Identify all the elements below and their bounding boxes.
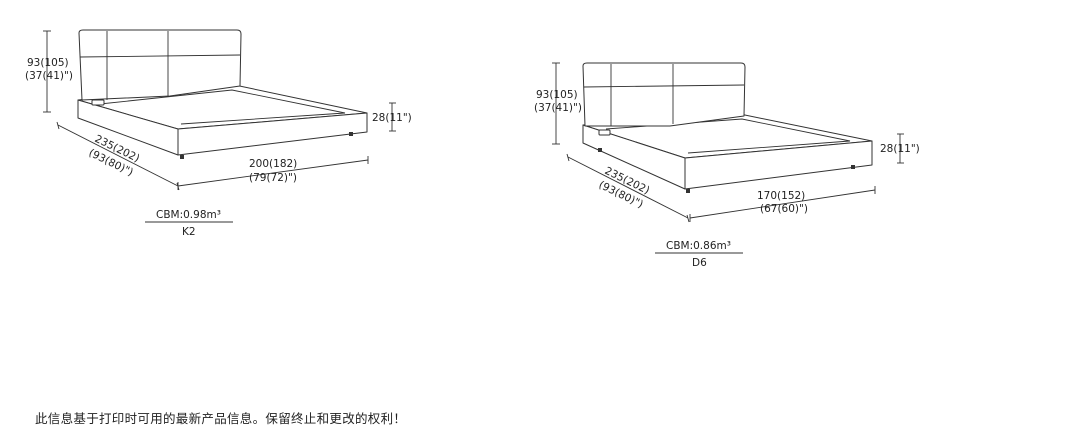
height-mm-label: 93(105) <box>27 57 69 69</box>
leg-height-label: 28(11") <box>880 143 920 155</box>
height-in-label: (37(41)") <box>25 70 73 82</box>
height-in-label: (37(41)") <box>534 102 582 114</box>
model-label: K2 <box>182 226 196 238</box>
bed-drawing-k2: 93(105) (37(41)") <box>25 29 412 238</box>
model-label: D6 <box>692 257 707 269</box>
cbm-label: CBM:0.86m³ <box>666 240 731 252</box>
bed-outline <box>582 62 873 193</box>
bed-drawing-d6: 93(105) (37(41)") 28(11") <box>534 62 920 269</box>
width-dimension <box>177 156 369 190</box>
bed-outline <box>77 29 368 159</box>
disclaimer-text: 此信息基于打印时可用的最新产品信息。保留终止和更改的权利！ <box>35 411 407 426</box>
leg-height-dimension <box>389 102 396 132</box>
width-mm-label: 200(182) <box>249 158 297 170</box>
cbm-label: CBM:0.98m³ <box>156 209 221 221</box>
height-dimension <box>43 30 51 113</box>
width-dimension <box>689 186 876 222</box>
width-in-label: (67(60)") <box>760 203 808 215</box>
depth-dimension <box>566 153 690 223</box>
width-in-label: (79(72)") <box>249 172 297 184</box>
leg-height-dimension <box>897 133 904 164</box>
leg-height-label: 28(11") <box>372 112 412 124</box>
height-mm-label: 93(105) <box>536 89 578 101</box>
height-dimension <box>552 62 560 145</box>
width-mm-label: 170(152) <box>757 190 805 202</box>
